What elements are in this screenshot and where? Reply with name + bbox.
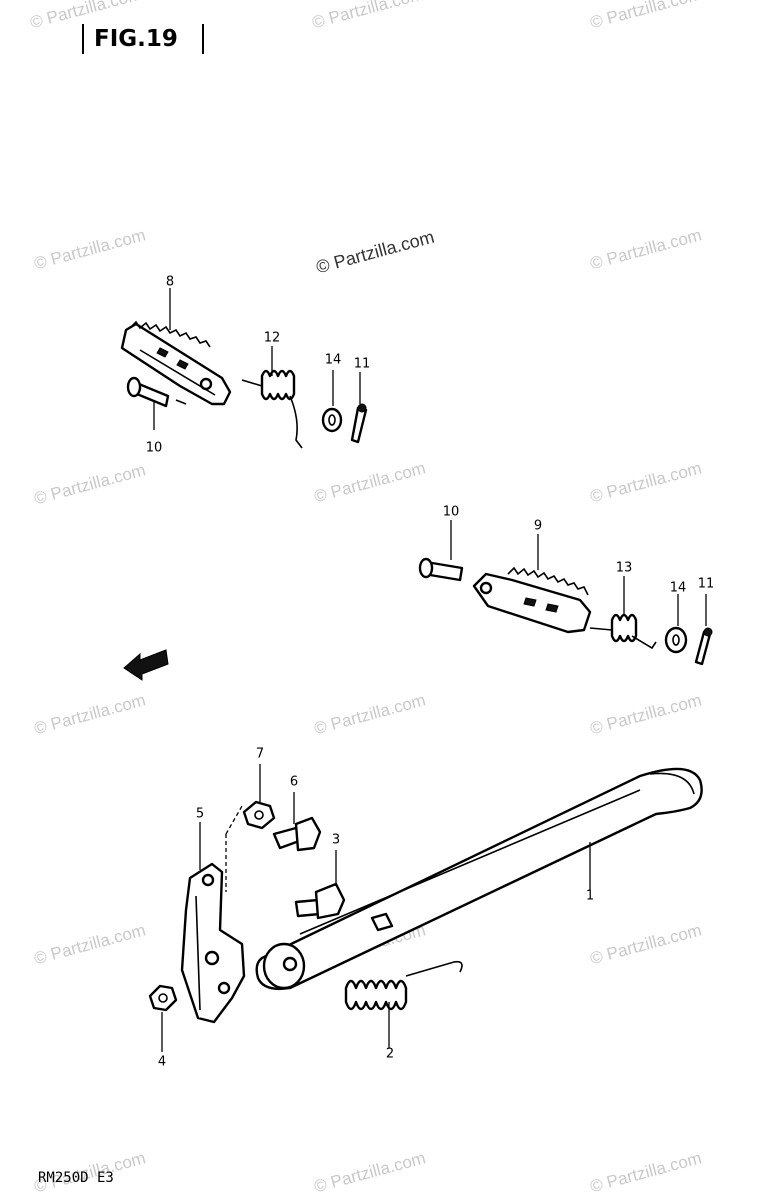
- footrest-right[interactable]: [472, 566, 592, 634]
- stand-spring[interactable]: [344, 960, 463, 1011]
- callout-6: 6: [289, 774, 299, 790]
- figure-title: FIG.19: [82, 24, 204, 54]
- footrest-spring-right[interactable]: [589, 613, 657, 650]
- cotter-pin-right[interactable]: [694, 627, 713, 666]
- footrest-spring-left[interactable]: [241, 369, 303, 449]
- footrest-pin-left[interactable]: [126, 376, 187, 408]
- callout-7: 7: [255, 746, 265, 762]
- callout-8: 8: [165, 274, 175, 290]
- model-code: RM250D E3: [38, 1170, 114, 1186]
- callout-3: 3: [331, 832, 341, 848]
- footrest-left[interactable]: [120, 320, 232, 406]
- stand-bolt[interactable]: [294, 882, 346, 920]
- side-stand[interactable]: [255, 767, 703, 991]
- callout-12: 12: [263, 330, 281, 346]
- callout-1: 1: [585, 888, 595, 904]
- callout-11: 11: [353, 356, 371, 372]
- cotter-pin-left[interactable]: [350, 403, 368, 444]
- callout-9: 9: [533, 518, 543, 534]
- stand-bracket[interactable]: [180, 862, 246, 1024]
- callout-10: 10: [145, 440, 163, 456]
- callout-5: 5: [195, 806, 205, 822]
- callout-10: 10: [442, 504, 460, 520]
- bracket-washer[interactable]: [242, 800, 276, 830]
- bracket-nut[interactable]: [148, 984, 178, 1012]
- callout-14: 14: [324, 352, 342, 368]
- washer-left[interactable]: [321, 407, 343, 433]
- bracket-bolt[interactable]: [272, 816, 322, 852]
- callout-14: 14: [669, 580, 687, 596]
- callout-13: 13: [615, 560, 633, 576]
- footrest-pin-right[interactable]: [418, 557, 464, 582]
- callout-4: 4: [157, 1054, 167, 1070]
- washer-right[interactable]: [664, 626, 688, 654]
- callout-11: 11: [697, 576, 715, 592]
- front-direction-arrow: [123, 649, 169, 681]
- callout-2: 2: [385, 1046, 395, 1062]
